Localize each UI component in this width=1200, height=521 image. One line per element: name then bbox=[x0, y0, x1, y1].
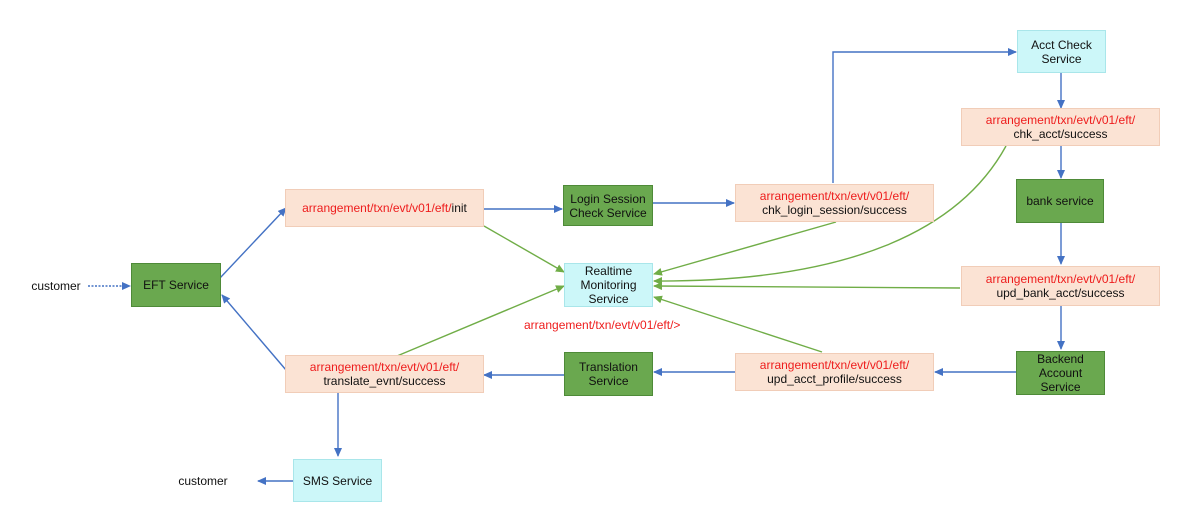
backend-account-service-box[interactable]: Backend Account Service bbox=[1016, 351, 1105, 395]
customer-recipient: customer bbox=[178, 474, 228, 488]
flow-translate-topic-to-eft bbox=[221, 294, 287, 371]
topic-chk-acct-success[interactable]: arrangement/txn/evt/v01/eft/ chk_acct/su… bbox=[961, 108, 1160, 146]
monitor-init-topic bbox=[483, 225, 565, 273]
sms-service-box[interactable]: SMS Service bbox=[293, 459, 382, 502]
topic-upd-acct-profile-success[interactable]: arrangement/txn/evt/v01/eft/ upd_acct_pr… bbox=[735, 353, 934, 391]
monitor-translate-topic bbox=[396, 285, 565, 357]
bank-service-box[interactable]: bank service bbox=[1016, 179, 1104, 223]
monitoring-wildcard-subscription: arrangement/txn/evt/v01/eft/> bbox=[524, 318, 681, 332]
topic-init[interactable]: arrangement/txn/evt/v01/eft/init bbox=[285, 189, 484, 227]
topic-translate-evnt-success[interactable]: arrangement/txn/evt/v01/eft/ translate_e… bbox=[285, 355, 484, 393]
acct-check-service-box[interactable]: Acct Check Service bbox=[1017, 30, 1106, 73]
topic-upd-bank-acct-success[interactable]: arrangement/txn/evt/v01/eft/ upd_bank_ac… bbox=[961, 266, 1160, 306]
topic-init-line: arrangement/txn/evt/v01/eft/init bbox=[302, 201, 467, 215]
eft-service-box[interactable]: EFT Service bbox=[131, 263, 221, 307]
customer-source: customer bbox=[31, 279, 81, 293]
realtime-monitoring-service-box[interactable]: Realtime Monitoring Service bbox=[564, 263, 653, 307]
translation-service-box[interactable]: Translation Service bbox=[564, 352, 653, 396]
monitor-chk-login-topic bbox=[653, 221, 837, 276]
flow-eft-to-init-topic bbox=[219, 207, 287, 279]
flow-chk-login-topic-to-acct bbox=[832, 48, 1017, 183]
topic-chk-login-session-success[interactable]: arrangement/txn/evt/v01/eft/ chk_login_s… bbox=[735, 184, 934, 222]
monitor-upd-profile-topic bbox=[653, 295, 823, 353]
monitor-chk-acct-topic bbox=[653, 145, 1007, 286]
login-session-check-service-box[interactable]: Login Session Check Service bbox=[563, 185, 653, 226]
monitor-upd-bank-topic bbox=[653, 282, 961, 291]
